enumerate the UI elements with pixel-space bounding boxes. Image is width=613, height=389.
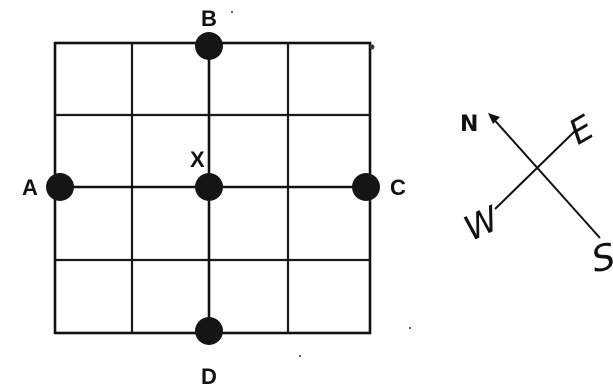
point-c-label: C	[390, 175, 406, 200]
compass-south-label: S	[588, 236, 613, 281]
north-arrow-icon	[488, 113, 500, 124]
compass-sw-ne-line	[494, 130, 576, 210]
point-x-label: X	[190, 147, 205, 172]
speck-4	[409, 327, 411, 329]
point-b-label: B	[201, 6, 217, 31]
point-b-dot	[195, 32, 223, 60]
speck-1	[369, 44, 375, 50]
compass-north-label: N	[460, 112, 478, 137]
point-labels: A B C D X	[22, 6, 406, 389]
compass: N E W S	[458, 108, 613, 281]
compass-west-label: W	[458, 199, 507, 250]
point-a-dot	[46, 173, 74, 201]
speck-2	[231, 11, 233, 13]
point-d-label: D	[201, 364, 217, 389]
compass-nw-se-line	[489, 114, 601, 239]
speck-3	[299, 355, 301, 357]
scan-specks	[231, 11, 411, 357]
point-c-dot	[352, 173, 380, 201]
point-d-dot	[195, 317, 223, 345]
point-a-label: A	[22, 175, 38, 200]
points	[46, 32, 380, 345]
compass-east-label: E	[562, 108, 601, 154]
point-x-dot	[195, 173, 223, 201]
